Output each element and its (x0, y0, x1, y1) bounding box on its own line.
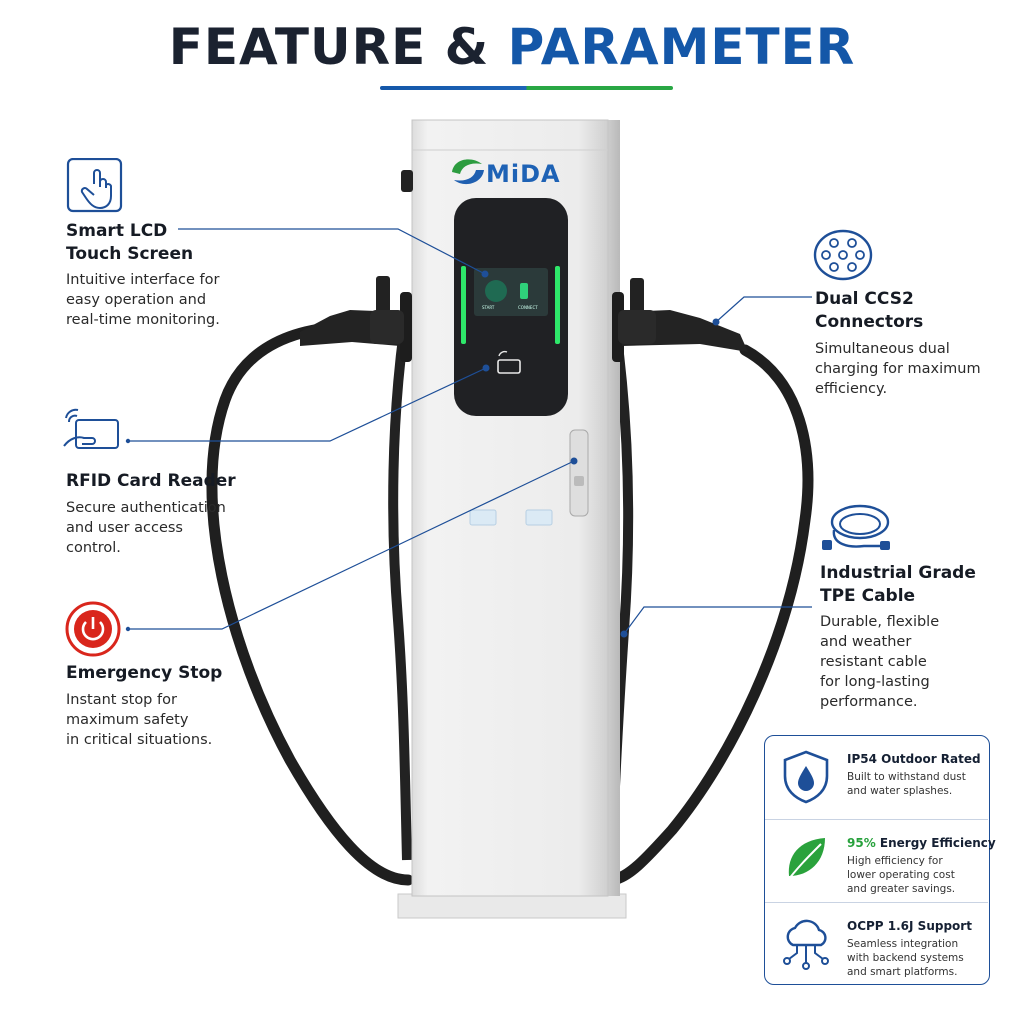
ccs2-desc: Simultaneous dual charging for maximum e… (815, 341, 981, 397)
cable-title: Industrial Grade TPE Cable (820, 563, 976, 606)
touch-hand-icon (66, 158, 123, 213)
shield-water-icon (783, 750, 829, 804)
right-cable (606, 344, 814, 886)
estop-title: Emergency Stop (66, 663, 223, 683)
cable-icon (822, 504, 890, 550)
rfid-card-icon (63, 408, 119, 449)
left-cable-inner (388, 329, 412, 861)
title-accent: PARAMETER (507, 18, 856, 76)
leader-lines (128, 228, 812, 635)
ccs2-title: Dual CCS2 Connectors (815, 289, 924, 332)
spec-efficiency-label: Energy Efficiency (875, 836, 996, 850)
title-main: FEATURE & (168, 18, 508, 76)
cloud-network-icon (783, 919, 829, 970)
emergency-stop-icon (65, 601, 121, 657)
door-handle (569, 429, 589, 517)
rfid-desc: Secure authentication and user access co… (66, 500, 226, 556)
page-title: FEATURE & PARAMETER (0, 18, 1024, 76)
charger-base (397, 893, 627, 919)
screen-label-left: START (482, 305, 495, 310)
leaf-icon (784, 838, 825, 885)
brand-logo: MiDA (448, 152, 578, 198)
spec-box: IP54 Outdoor Rated Built to withstand du… (764, 735, 996, 985)
spec-efficiency-desc: High efficiency for lower operating cost… (847, 855, 956, 895)
rfid-pad (497, 359, 521, 374)
logo-swirl-icon (452, 159, 484, 185)
spec-ocpp-title: OCPP 1.6J Support (847, 919, 972, 933)
title-underline (380, 86, 673, 90)
logo-text: MiDA (486, 160, 561, 188)
spec-row-ocpp: OCPP 1.6J Support Seamless integration w… (765, 902, 988, 985)
estop-desc: Instant stop for maximum safety in criti… (66, 692, 213, 748)
lcd-desc: Intuitive interface for easy operation a… (66, 272, 220, 328)
spec-efficiency-value: 95% (847, 836, 876, 850)
spec-row-ip54: IP54 Outdoor Rated Built to withstand du… (765, 736, 988, 818)
spec-row-efficiency: 95% Energy Efficiency High efficiency fo… (765, 819, 996, 902)
left-cable (206, 321, 414, 886)
spec-efficiency-title: 95% Energy Efficiency (847, 836, 996, 850)
ccs2-connector-icon (813, 229, 873, 281)
spec-ip54-desc: Built to withstand dust and water splash… (847, 771, 966, 797)
spec-ip54-title: IP54 Outdoor Rated (847, 752, 981, 766)
spec-ocpp-desc: Seamless integration with backend system… (847, 938, 964, 978)
screen-label-right: CONNECT (518, 305, 538, 310)
lcd-title: Smart LCD Touch Screen (66, 221, 194, 264)
cable-desc: Durable, flexible and weather resistant … (820, 614, 940, 710)
rfid-title: RFID Card Reader (66, 471, 236, 491)
